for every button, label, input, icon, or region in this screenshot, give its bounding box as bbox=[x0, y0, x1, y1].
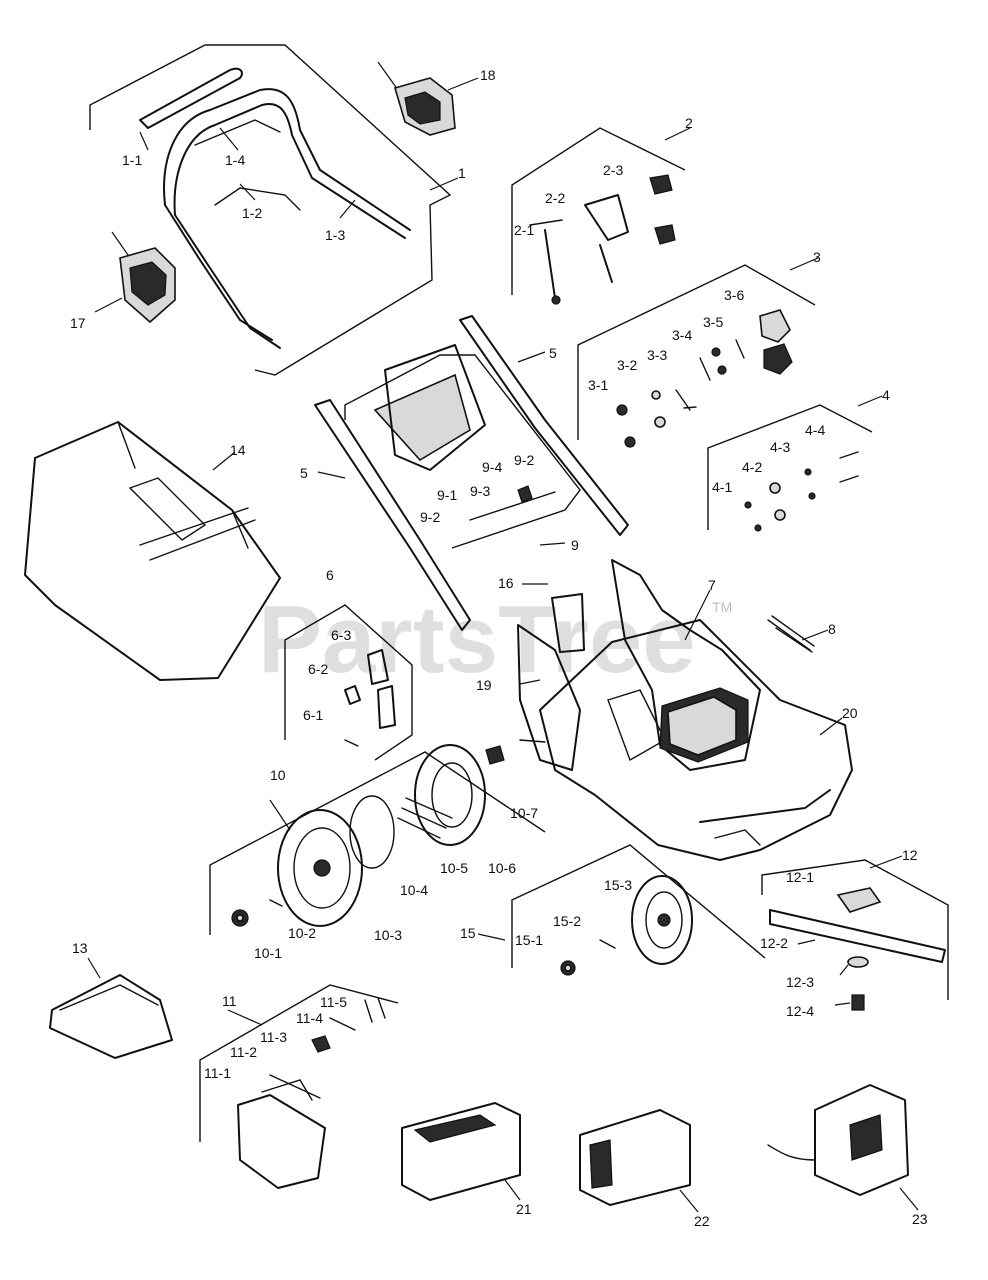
label-9-2-bottom[interactable]: 9-2 bbox=[420, 509, 440, 525]
part-23-charger[interactable] bbox=[767, 1084, 909, 1196]
label-21[interactable]: 21 bbox=[516, 1201, 532, 1217]
label-5-right[interactable]: 5 bbox=[549, 345, 557, 361]
label-3-2[interactable]: 3-2 bbox=[617, 357, 637, 373]
label-23[interactable]: 23 bbox=[912, 1211, 928, 1227]
part-group-10-rear-wheel[interactable] bbox=[209, 744, 546, 935]
label-12[interactable]: 12 bbox=[902, 847, 918, 863]
label-19[interactable]: 19 bbox=[476, 677, 492, 693]
label-3[interactable]: 3 bbox=[813, 249, 821, 265]
part-8-spring[interactable] bbox=[767, 615, 815, 653]
label-3-4[interactable]: 3-4 bbox=[672, 327, 692, 343]
part-7-motor-housing[interactable] bbox=[611, 559, 761, 771]
label-9-2-top[interactable]: 9-2 bbox=[514, 452, 534, 468]
label-15[interactable]: 15 bbox=[460, 925, 476, 941]
part-13-side-chute[interactable] bbox=[49, 974, 173, 1059]
label-12-4[interactable]: 12-4 bbox=[786, 1003, 814, 1019]
label-6[interactable]: 6 bbox=[326, 567, 334, 583]
label-22[interactable]: 22 bbox=[694, 1213, 710, 1229]
label-12-2[interactable]: 12-2 bbox=[760, 935, 788, 951]
label-1-1[interactable]: 1-1 bbox=[122, 152, 142, 168]
label-16[interactable]: 16 bbox=[498, 575, 514, 591]
label-12-3[interactable]: 12-3 bbox=[786, 974, 814, 990]
label-3-5[interactable]: 3-5 bbox=[703, 314, 723, 330]
part-group-12-blade[interactable] bbox=[761, 859, 949, 1011]
label-2[interactable]: 2 bbox=[685, 115, 693, 131]
part-14-grass-bag[interactable] bbox=[24, 421, 281, 681]
part-group-5-lower-handle[interactable] bbox=[314, 315, 629, 631]
label-1-3[interactable]: 1-3 bbox=[325, 227, 345, 243]
label-7[interactable]: 7 bbox=[708, 577, 716, 593]
label-11-5[interactable]: 11-5 bbox=[320, 994, 347, 1010]
label-4-4[interactable]: 4-4 bbox=[805, 422, 825, 438]
part-group-1-handle[interactable] bbox=[89, 44, 452, 376]
part-group-11-rear-flap[interactable] bbox=[199, 984, 399, 1189]
label-4-3[interactable]: 4-3 bbox=[770, 439, 790, 455]
label-1-2[interactable]: 1-2 bbox=[242, 205, 262, 221]
label-9[interactable]: 9 bbox=[571, 537, 579, 553]
label-2-3[interactable]: 2-3 bbox=[603, 162, 623, 178]
watermark-tm: TM bbox=[712, 599, 732, 615]
label-15-3[interactable]: 15-3 bbox=[604, 877, 632, 893]
label-3-1[interactable]: 3-1 bbox=[588, 377, 608, 393]
label-4-1[interactable]: 4-1 bbox=[712, 479, 732, 495]
label-2-1[interactable]: 2-1 bbox=[514, 222, 534, 238]
label-10-1[interactable]: 10-1 bbox=[254, 945, 282, 961]
label-9-4[interactable]: 9-4 bbox=[482, 459, 502, 475]
label-1-4[interactable]: 1-4 bbox=[225, 152, 245, 168]
label-8[interactable]: 8 bbox=[828, 621, 836, 637]
label-9-3[interactable]: 9-3 bbox=[470, 483, 490, 499]
label-15-1[interactable]: 15-1 bbox=[515, 932, 543, 948]
label-18[interactable]: 18 bbox=[480, 67, 496, 83]
label-2-2[interactable]: 2-2 bbox=[545, 190, 565, 206]
part-group-3[interactable] bbox=[577, 264, 816, 448]
label-11-4[interactable]: 11-4 bbox=[296, 1010, 323, 1026]
label-14[interactable]: 14 bbox=[230, 442, 246, 458]
part-22-battery[interactable] bbox=[579, 1109, 691, 1206]
label-6-1[interactable]: 6-1 bbox=[303, 707, 323, 723]
label-10-3[interactable]: 10-3 bbox=[374, 927, 402, 943]
label-13[interactable]: 13 bbox=[72, 940, 88, 956]
label-10[interactable]: 10 bbox=[270, 767, 286, 783]
label-20[interactable]: 20 bbox=[842, 705, 858, 721]
label-5-left[interactable]: 5 bbox=[300, 465, 308, 481]
label-3-3[interactable]: 3-3 bbox=[647, 347, 667, 363]
part-group-15-front-wheel[interactable] bbox=[511, 844, 766, 976]
part-21-battery[interactable] bbox=[401, 1102, 521, 1201]
part-18-knob[interactable] bbox=[377, 61, 456, 136]
label-6-2[interactable]: 6-2 bbox=[308, 661, 328, 677]
label-10-5[interactable]: 10-5 bbox=[440, 860, 468, 876]
label-3-6[interactable]: 3-6 bbox=[724, 287, 744, 303]
part-group-9-bag-frame[interactable] bbox=[344, 344, 581, 549]
label-10-4[interactable]: 10-4 bbox=[400, 882, 428, 898]
label-11-3[interactable]: 11-3 bbox=[260, 1029, 287, 1045]
label-11-2[interactable]: 11-2 bbox=[230, 1044, 257, 1060]
part-group-4[interactable] bbox=[707, 404, 873, 532]
label-4-2[interactable]: 4-2 bbox=[742, 459, 762, 475]
part-16-clip[interactable] bbox=[551, 593, 585, 653]
label-10-2[interactable]: 10-2 bbox=[288, 925, 316, 941]
label-9-1[interactable]: 9-1 bbox=[437, 487, 457, 503]
label-6-3[interactable]: 6-3 bbox=[331, 627, 351, 643]
part-17-knob[interactable] bbox=[111, 231, 176, 324]
label-11[interactable]: 11 bbox=[222, 993, 237, 1009]
part-group-2[interactable] bbox=[511, 127, 686, 305]
part-19-deck-arm[interactable] bbox=[517, 624, 581, 771]
label-11-1[interactable]: 11-1 bbox=[204, 1065, 231, 1081]
label-12-1[interactable]: 12-1 bbox=[786, 869, 814, 885]
leader-lines bbox=[87, 77, 919, 1213]
label-1[interactable]: 1 bbox=[458, 165, 466, 181]
label-15-2[interactable]: 15-2 bbox=[553, 913, 581, 929]
label-17[interactable]: 17 bbox=[70, 315, 86, 331]
label-4[interactable]: 4 bbox=[882, 387, 890, 403]
label-10-6[interactable]: 10-6 bbox=[488, 860, 516, 876]
label-10-7[interactable]: 10-7 bbox=[510, 805, 538, 821]
part-group-6[interactable] bbox=[284, 604, 413, 761]
callout-labels: 1 1-1 1-2 1-3 1-4 2 2-1 2-2 2-3 3 3-1 3-… bbox=[70, 67, 928, 1229]
part-20-mower-deck[interactable] bbox=[539, 619, 853, 861]
